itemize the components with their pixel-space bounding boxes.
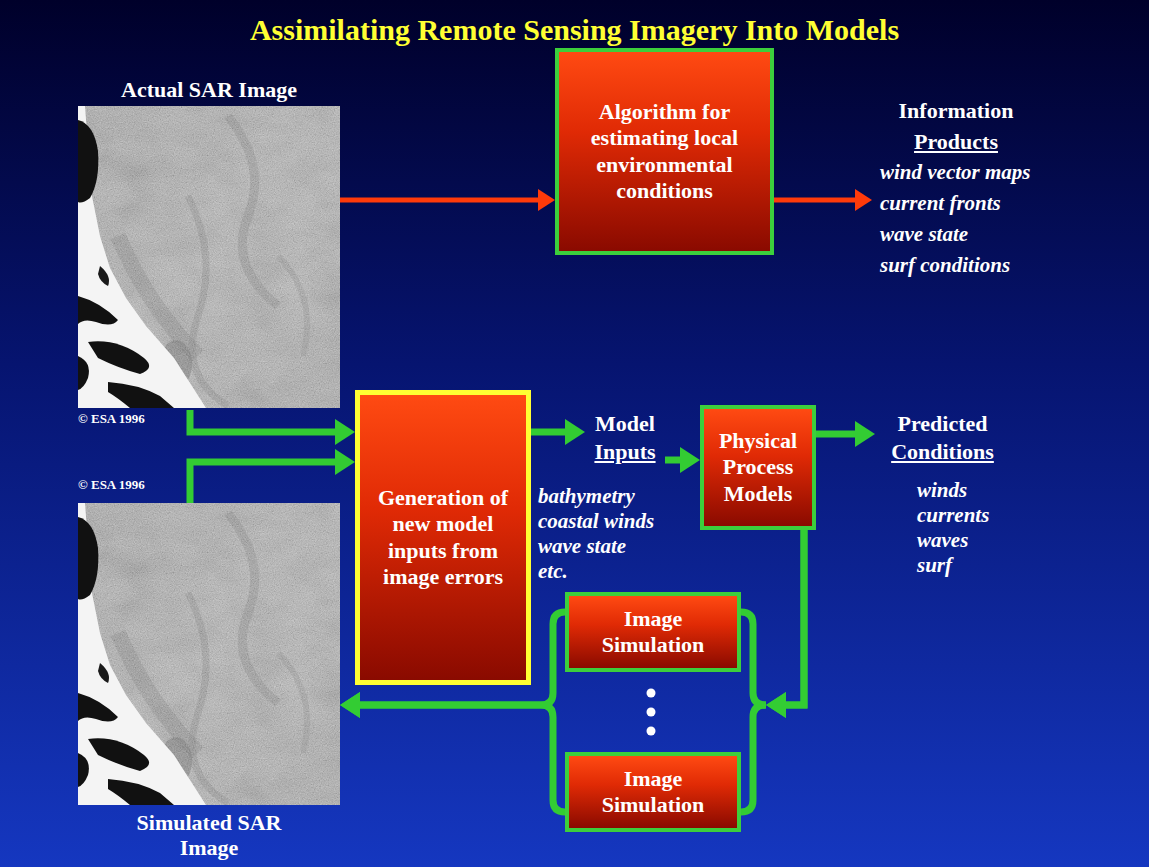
heading-text: Actual SAR Image xyxy=(78,76,340,104)
connector-line xyxy=(358,705,565,812)
connector-line xyxy=(741,530,804,705)
heading-text: Simulated SAR Image xyxy=(119,810,299,860)
connector-line xyxy=(531,429,567,436)
heading-text: Inputs xyxy=(585,438,665,466)
list-item: coastal winds xyxy=(538,509,654,534)
connector xyxy=(531,419,585,445)
heading-text: Conditions xyxy=(875,438,1010,466)
sar-image-panel: Actual SAR Image xyxy=(78,76,340,410)
product-list: InformationProductswind vector mapscurre… xyxy=(872,95,1032,281)
arrow-head xyxy=(855,189,872,211)
node-text: Physical Process Models xyxy=(712,428,804,507)
copyright-label: © ESA 1996 xyxy=(78,477,145,492)
list-item: winds xyxy=(875,478,989,503)
ellipsis-dot xyxy=(647,689,656,698)
connector-line xyxy=(741,530,804,812)
heading-text: Predicted xyxy=(875,410,1010,438)
diagram-title: Assimilating Remote Sensing Imagery Into… xyxy=(0,12,1149,48)
label-area: © ESA 1996 xyxy=(78,411,145,426)
arrow-head xyxy=(335,419,355,445)
connector-line xyxy=(340,198,540,203)
list-item: wave state xyxy=(880,219,1032,250)
connector xyxy=(665,447,700,473)
arrow-head xyxy=(766,692,786,718)
arrow-head xyxy=(335,449,355,475)
connector xyxy=(774,189,872,211)
node-text: Algorithm for estimating local environme… xyxy=(567,99,762,205)
connector xyxy=(190,449,355,503)
node-text: Generation of new model inputs from imag… xyxy=(368,485,518,591)
item-list: windscurrentswavessurf xyxy=(875,478,989,578)
input-list: ModelInputsbathymetrycoastal windswave s… xyxy=(585,410,665,468)
list-item: wind vector maps xyxy=(880,157,1032,188)
process-box: Physical Process Models xyxy=(700,405,816,530)
connector xyxy=(340,189,555,211)
process-box: Algorithm for estimating local environme… xyxy=(555,48,774,255)
process-box: Image Simulation xyxy=(565,752,741,832)
node-text: Image Simulation xyxy=(577,606,729,659)
arrow-head xyxy=(538,189,555,211)
arrow-head xyxy=(766,692,786,718)
list-item: wave state xyxy=(538,534,654,559)
node-text: Image Simulation xyxy=(577,766,729,819)
connector xyxy=(741,530,804,718)
list-item: currents xyxy=(875,503,989,528)
actual-sar-picture xyxy=(78,106,340,408)
connector xyxy=(190,410,355,445)
connector-line xyxy=(190,462,337,503)
connector-line xyxy=(816,431,857,438)
list-item: etc. xyxy=(538,559,654,584)
connector-line xyxy=(774,198,857,203)
simulated-sar-picture xyxy=(78,503,340,805)
connector-line xyxy=(665,457,682,464)
copyright-label: © ESA 1996 xyxy=(78,411,145,426)
ellipsis-dot xyxy=(647,708,656,717)
list-item: waves xyxy=(875,528,989,553)
arrow-head xyxy=(855,421,875,447)
list-item: bathymetry xyxy=(538,484,654,509)
connector xyxy=(340,692,565,812)
process-box: Generation of new model inputs from imag… xyxy=(355,390,531,685)
connector-line xyxy=(190,410,337,432)
label-area: © ESA 1996 xyxy=(78,477,145,492)
sar-image-panel: Simulated SAR Image xyxy=(78,503,340,860)
condition-list: PredictedConditionswindscurrentswavessur… xyxy=(875,410,1010,468)
arrow-head xyxy=(680,447,700,473)
item-list: bathymetrycoastal windswave stateetc. xyxy=(538,484,654,584)
title-area: Assimilating Remote Sensing Imagery Into… xyxy=(0,12,1149,48)
process-box: Image Simulation xyxy=(565,592,741,672)
connector xyxy=(816,421,875,447)
arrow-head xyxy=(565,419,585,445)
arrow-head xyxy=(340,692,360,718)
ellipsis-dot xyxy=(647,727,656,736)
heading-text: Products xyxy=(880,126,1032,157)
heading-text: Information xyxy=(880,95,1032,126)
list-item: current fronts xyxy=(880,188,1032,219)
connector xyxy=(741,530,804,812)
list-item: surf xyxy=(875,553,989,578)
arrow-head xyxy=(340,692,360,718)
heading-text: Model xyxy=(585,410,665,438)
list-item: surf conditions xyxy=(880,250,1032,281)
